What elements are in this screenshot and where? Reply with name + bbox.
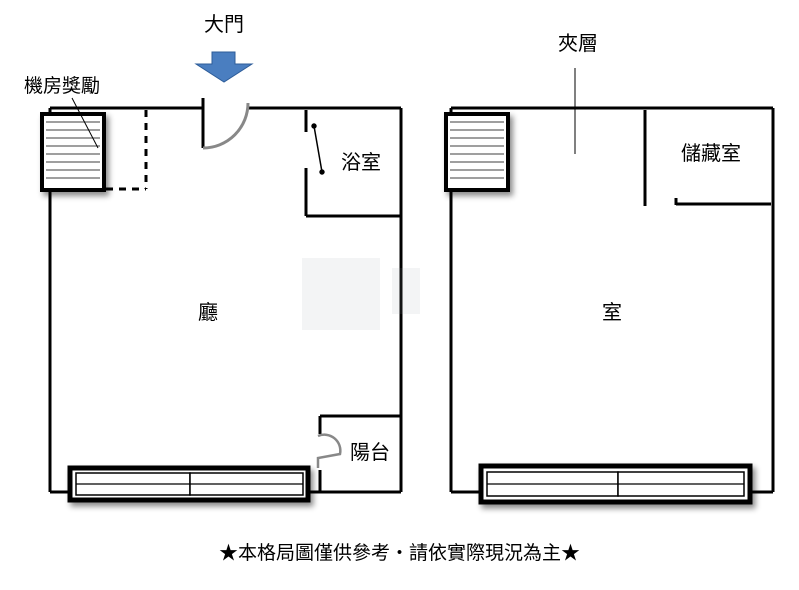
- bathroom-label: 浴室: [341, 150, 381, 174]
- bathroom-door[interactable]: [311, 123, 325, 175]
- right-floor: [444, 68, 775, 505]
- left-floor: [40, 97, 403, 503]
- disclaimer-text: ★本格局圖僅供參考‧請依實際現況為主★: [218, 542, 580, 564]
- storage-label: 儲藏室: [681, 141, 741, 165]
- stairs-label: 機房獎勵: [24, 75, 100, 97]
- stairs-leader-line: [71, 97, 99, 149]
- main-door[interactable]: [201, 98, 250, 150]
- balcony-walls: [318, 414, 401, 492]
- right-window: [478, 463, 753, 505]
- balcony-door[interactable]: [316, 433, 342, 468]
- right-stairs: [444, 112, 510, 192]
- main-door-label: 大門: [204, 12, 244, 36]
- balcony-label: 陽台: [350, 440, 390, 464]
- down-arrow-icon: [194, 51, 254, 83]
- room-label: 室: [602, 300, 622, 324]
- storage-walls: [643, 110, 771, 206]
- mezzanine-label: 夾層: [558, 31, 598, 55]
- watermark: [302, 258, 420, 330]
- living-room-label: 廳: [198, 300, 218, 324]
- bathroom-walls: [304, 110, 401, 218]
- dashed-partition: [106, 110, 148, 191]
- left-stairs: [40, 112, 106, 192]
- left-window: [67, 465, 311, 503]
